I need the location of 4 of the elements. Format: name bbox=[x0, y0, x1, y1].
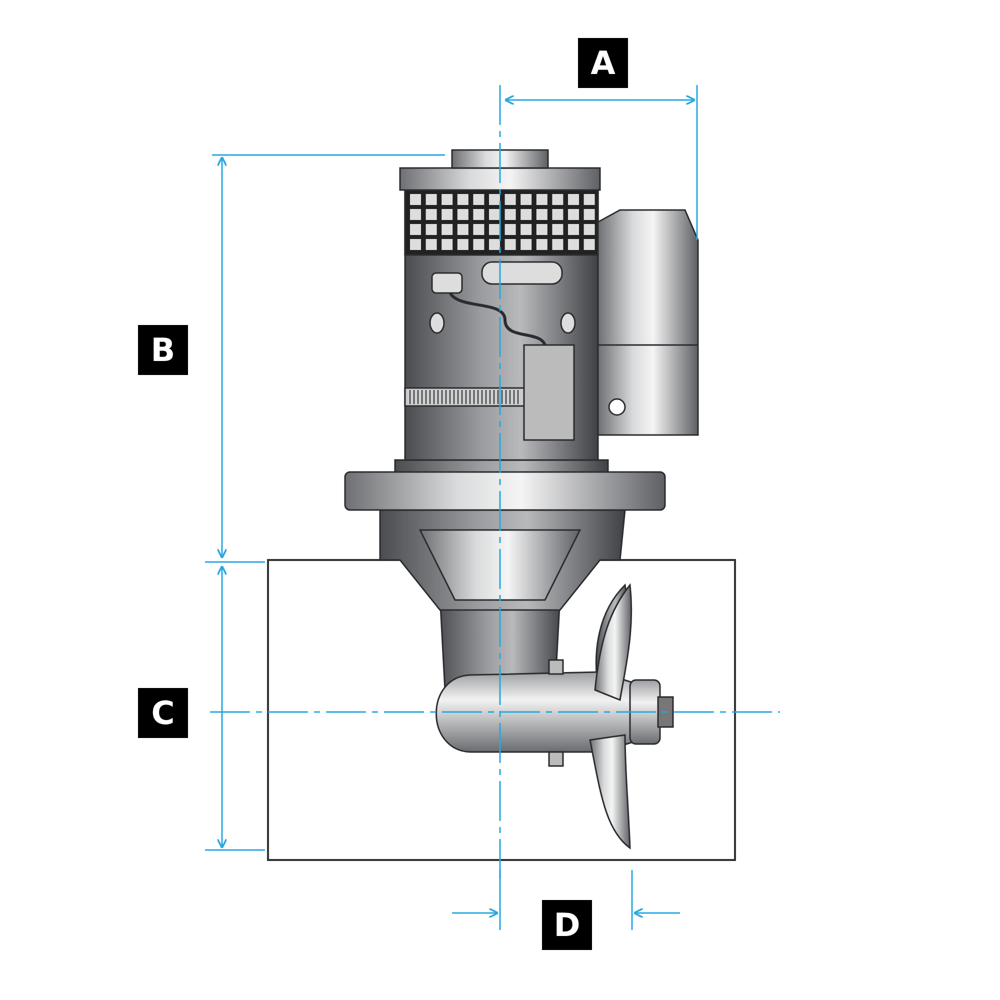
dimension-label: A bbox=[578, 38, 628, 88]
dimension-label: C bbox=[138, 688, 188, 738]
dimension-label: D bbox=[542, 900, 592, 950]
dimension-label: B bbox=[138, 325, 188, 375]
